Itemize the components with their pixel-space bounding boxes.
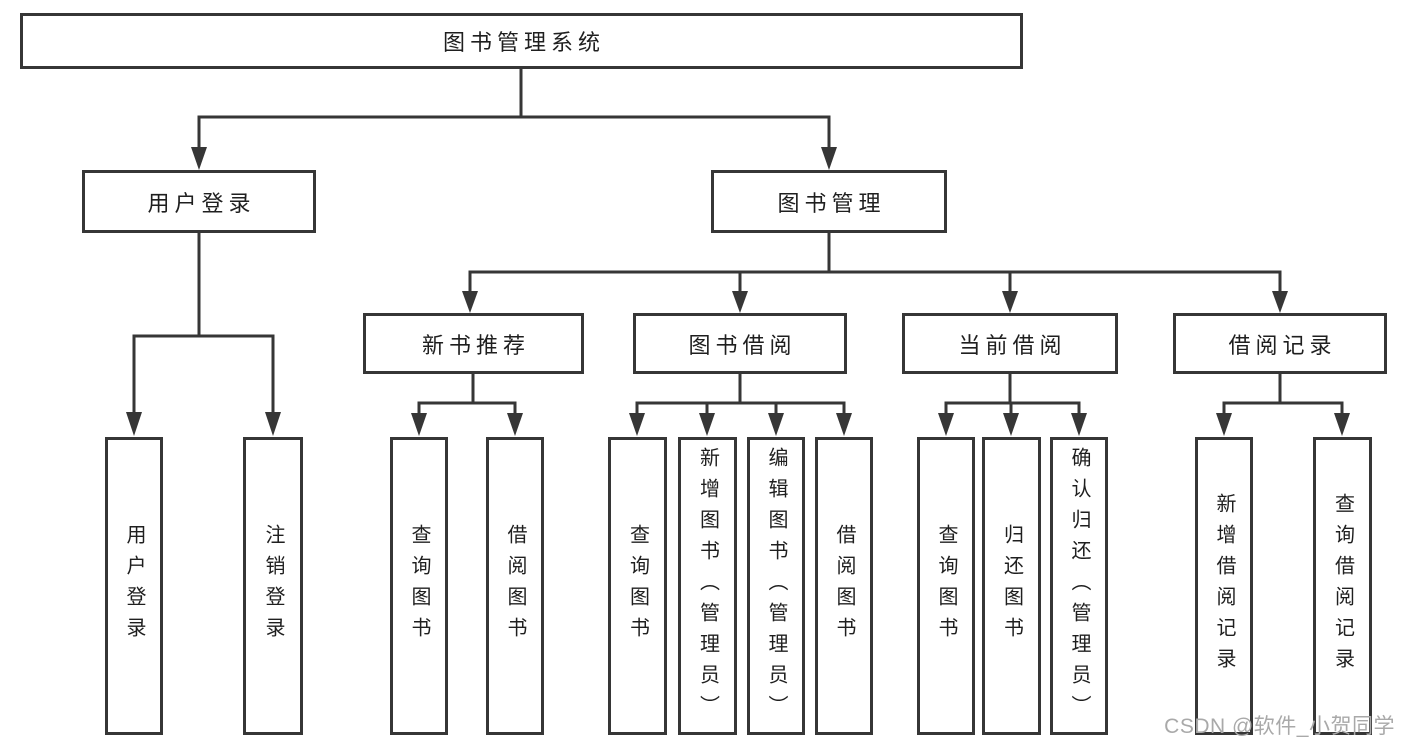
leaf-current-query-books: 查询图书 bbox=[917, 437, 975, 735]
node-root-system: 图书管理系统 bbox=[20, 13, 1023, 69]
leaf-current-query-books-label: 查询图书 bbox=[935, 524, 957, 648]
node-book-management-label: 图书管理 bbox=[777, 190, 886, 216]
leaf-newbook-query-books: 查询图书 bbox=[390, 437, 448, 735]
node-current-borrowing: 当前借阅 bbox=[902, 313, 1118, 374]
leaf-borrowing-borrow-books: 借阅图书 bbox=[815, 437, 873, 735]
node-borrowing-records-label: 借阅记录 bbox=[1228, 332, 1337, 358]
node-borrowing-records: 借阅记录 bbox=[1173, 313, 1387, 374]
leaf-user-login-label: 用户登录 bbox=[123, 524, 145, 648]
leaf-borrowing-borrow-books-label: 借阅图书 bbox=[833, 524, 855, 648]
node-user-login: 用户登录 bbox=[82, 170, 316, 233]
leaf-newbook-borrow-books: 借阅图书 bbox=[486, 437, 544, 735]
node-book-management: 图书管理 bbox=[711, 170, 947, 233]
leaf-newbook-borrow-books-label: 借阅图书 bbox=[504, 524, 526, 648]
connector-current-borrowing-children bbox=[938, 374, 1087, 436]
leaf-newbook-query-books-label: 查询图书 bbox=[408, 524, 430, 648]
leaf-borrowing-add-books-admin-label: 新增图书（管理员） bbox=[696, 446, 719, 726]
connector-user-login-children bbox=[126, 233, 281, 436]
leaf-borrowing-edit-books-admin-label: 编辑图书（管理员） bbox=[765, 446, 787, 726]
leaf-records-add-record-label: 新增借阅记录 bbox=[1213, 493, 1235, 679]
node-new-book-recommend-label: 新书推荐 bbox=[421, 332, 530, 358]
leaf-records-query-record-label: 查询借阅记录 bbox=[1331, 493, 1354, 679]
connector-book-borrowing-children bbox=[629, 374, 852, 436]
leaf-current-return-books: 归还图书 bbox=[982, 437, 1041, 735]
leaf-current-confirm-return-admin-label: 确认归还（管理员） bbox=[1068, 446, 1090, 726]
leaf-borrowing-add-books-admin: 新增图书（管理员） bbox=[678, 437, 737, 735]
connector-borrowing-records-children bbox=[1216, 374, 1350, 436]
connector-new-book-children bbox=[411, 374, 523, 436]
leaf-borrowing-query-books-label: 查询图书 bbox=[626, 524, 649, 648]
leaf-logout: 注销登录 bbox=[243, 437, 303, 735]
leaf-logout-label: 注销登录 bbox=[262, 524, 284, 648]
connector-root-to-branches bbox=[191, 69, 837, 170]
leaf-borrowing-query-books: 查询图书 bbox=[608, 437, 667, 735]
leaf-records-query-record: 查询借阅记录 bbox=[1313, 437, 1372, 735]
node-user-login-label: 用户登录 bbox=[147, 190, 256, 216]
node-current-borrowing-label: 当前借阅 bbox=[958, 332, 1067, 358]
leaf-borrowing-edit-books-admin: 编辑图书（管理员） bbox=[747, 437, 805, 735]
leaf-records-add-record: 新增借阅记录 bbox=[1195, 437, 1253, 735]
leaf-current-return-books-label: 归还图书 bbox=[1000, 524, 1023, 648]
connector-book-mgmt-children bbox=[462, 233, 1288, 313]
node-book-borrowing: 图书借阅 bbox=[633, 313, 847, 374]
leaf-current-confirm-return-admin: 确认归还（管理员） bbox=[1050, 437, 1108, 735]
node-book-borrowing-label: 图书借阅 bbox=[688, 332, 797, 358]
node-root-label: 图书管理系统 bbox=[442, 30, 605, 55]
node-new-book-recommend: 新书推荐 bbox=[363, 313, 584, 374]
leaf-user-login: 用户登录 bbox=[105, 437, 163, 735]
